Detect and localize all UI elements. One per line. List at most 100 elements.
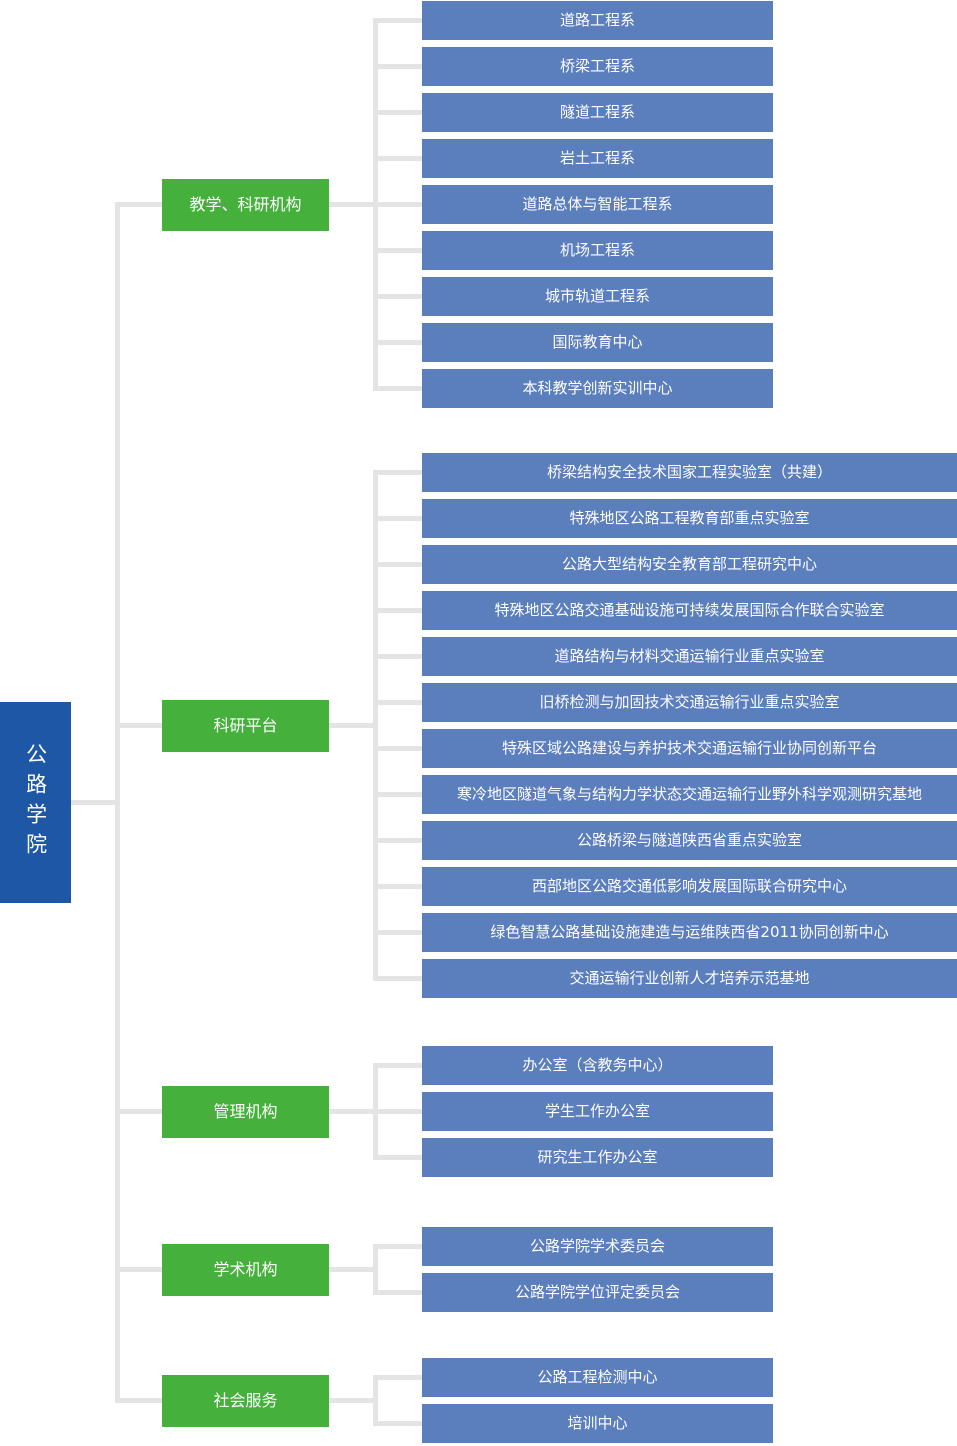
group-connector-line [327, 723, 378, 728]
item-node-label: 机场工程系 [559, 241, 635, 260]
item-node-label: 旧桥检测与加固技术交通运输行业重点实验室 [539, 693, 840, 712]
item-node: 本科教学创新实训中心 [422, 369, 773, 408]
item-node: 道路总体与智能工程系 [422, 185, 773, 224]
stub-line [373, 18, 426, 23]
stub-line [373, 562, 426, 567]
item-node-label: 道路总体与智能工程系 [522, 195, 673, 214]
group-connector-line [327, 202, 378, 207]
item-node: 公路学院学位评定委员会 [422, 1273, 773, 1312]
stub-line [373, 340, 426, 345]
group-node-label: 学术机构 [213, 1260, 278, 1279]
item-node-label: 特殊地区公路交通基础设施可持续发展国际合作联合实验室 [494, 601, 885, 620]
stub-line [373, 516, 426, 521]
stub-line [373, 1375, 426, 1380]
stub-line [373, 792, 426, 797]
stub-line [373, 1155, 426, 1160]
stub-line [373, 1109, 426, 1114]
branch-line [115, 1267, 164, 1272]
item-node: 道路工程系 [422, 1, 773, 40]
stub-line [373, 930, 426, 935]
branch-line [115, 723, 164, 728]
item-node: 公路学院学术委员会 [422, 1227, 773, 1266]
stub-line [373, 1290, 426, 1295]
item-node-label: 寒冷地区隧道气象与结构力学状态交通运输行业野外科学观测研究基地 [456, 785, 922, 804]
item-node: 特殊区域公路建设与养护技术交通运输行业协同创新平台 [422, 729, 957, 768]
item-node-label: 公路桥梁与隧道陕西省重点实验室 [576, 831, 802, 850]
item-node: 城市轨道工程系 [422, 277, 773, 316]
item-node-label: 道路结构与材料交通运输行业重点实验室 [554, 647, 825, 666]
item-node-label: 培训中心 [567, 1414, 628, 1433]
stub-line [373, 1244, 426, 1249]
item-node-label: 公路学院学术委员会 [529, 1237, 665, 1256]
item-node: 公路桥梁与隧道陕西省重点实验室 [422, 821, 957, 860]
group-node: 管理机构 [162, 1086, 329, 1138]
item-node: 交通运输行业创新人才培养示范基地 [422, 959, 957, 998]
item-node: 寒冷地区隧道气象与结构力学状态交通运输行业野外科学观测研究基地 [422, 775, 957, 814]
group-connector-line [327, 1398, 378, 1403]
item-node: 特殊地区公路工程教育部重点实验室 [422, 499, 957, 538]
group-node: 社会服务 [162, 1375, 329, 1427]
root-connector-line [71, 799, 120, 805]
item-node-label: 特殊区域公路建设与养护技术交通运输行业协同创新平台 [501, 739, 877, 758]
stub-line [373, 64, 426, 69]
stub-line [373, 202, 426, 207]
item-node: 绿色智慧公路基础设施建造与运维陕西省2011协同创新中心 [422, 913, 957, 952]
stub-line [373, 976, 426, 981]
item-node: 道路结构与材料交通运输行业重点实验室 [422, 637, 957, 676]
group-node: 科研平台 [162, 700, 329, 752]
item-node-label: 城市轨道工程系 [544, 287, 650, 306]
item-node-label: 交通运输行业创新人才培养示范基地 [569, 969, 810, 988]
item-node: 公路大型结构安全教育部工程研究中心 [422, 545, 957, 584]
group-node-label: 教学、科研机构 [189, 195, 302, 214]
item-node-label: 公路学院学位评定委员会 [514, 1283, 680, 1302]
item-node: 隧道工程系 [422, 93, 773, 132]
stub-line [373, 110, 426, 115]
item-node-label: 学生工作办公室 [544, 1102, 650, 1121]
item-node: 西部地区公路交通低影响发展国际联合研究中心 [422, 867, 957, 906]
stub-line [373, 654, 426, 659]
item-node-label: 岩土工程系 [559, 149, 635, 168]
stub-line [373, 746, 426, 751]
group-connector-line [327, 1267, 378, 1272]
item-node: 桥梁结构安全技术国家工程实验室（共建） [422, 453, 957, 492]
branch-line [115, 202, 164, 207]
stub-line [373, 1421, 426, 1426]
stub-line [373, 470, 426, 475]
item-node: 特殊地区公路交通基础设施可持续发展国际合作联合实验室 [422, 591, 957, 630]
item-node-label: 特殊地区公路工程教育部重点实验室 [569, 509, 810, 528]
group-connector-line [327, 1109, 378, 1114]
item-node-label: 西部地区公路交通低影响发展国际联合研究中心 [531, 877, 847, 896]
stub-line [373, 608, 426, 613]
item-node: 旧桥检测与加固技术交通运输行业重点实验室 [422, 683, 957, 722]
item-node-label: 办公室（含教务中心） [522, 1056, 673, 1075]
item-node: 培训中心 [422, 1404, 773, 1443]
group-node-label: 社会服务 [213, 1391, 278, 1410]
item-node: 机场工程系 [422, 231, 773, 270]
stub-line [373, 838, 426, 843]
group-node: 教学、科研机构 [162, 179, 329, 231]
stub-line [373, 700, 426, 705]
item-node: 公路工程检测中心 [422, 1358, 773, 1397]
item-node: 桥梁工程系 [422, 47, 773, 86]
group-node-label: 科研平台 [213, 716, 278, 735]
item-node-label: 本科教学创新实训中心 [522, 379, 673, 398]
item-node-label: 隧道工程系 [559, 103, 635, 122]
stub-line [373, 1063, 426, 1068]
group-node-label: 管理机构 [213, 1102, 278, 1121]
item-node-label: 桥梁工程系 [559, 57, 635, 76]
root-node-label: 公路学院 [23, 742, 48, 863]
item-node-label: 绿色智慧公路基础设施建造与运维陕西省2011协同创新中心 [490, 923, 889, 942]
item-node-label: 桥梁结构安全技术国家工程实验室（共建） [546, 463, 832, 482]
item-node-label: 国际教育中心 [552, 333, 643, 352]
group-node: 学术机构 [162, 1244, 329, 1296]
item-node-label: 公路大型结构安全教育部工程研究中心 [561, 555, 817, 574]
item-node: 学生工作办公室 [422, 1092, 773, 1131]
stub-line [373, 386, 426, 391]
item-node-label: 研究生工作办公室 [537, 1148, 658, 1167]
item-node: 研究生工作办公室 [422, 1138, 773, 1177]
stub-line [373, 294, 426, 299]
item-node-label: 公路工程检测中心 [537, 1368, 658, 1387]
branch-line [115, 1398, 164, 1403]
item-node: 国际教育中心 [422, 323, 773, 362]
